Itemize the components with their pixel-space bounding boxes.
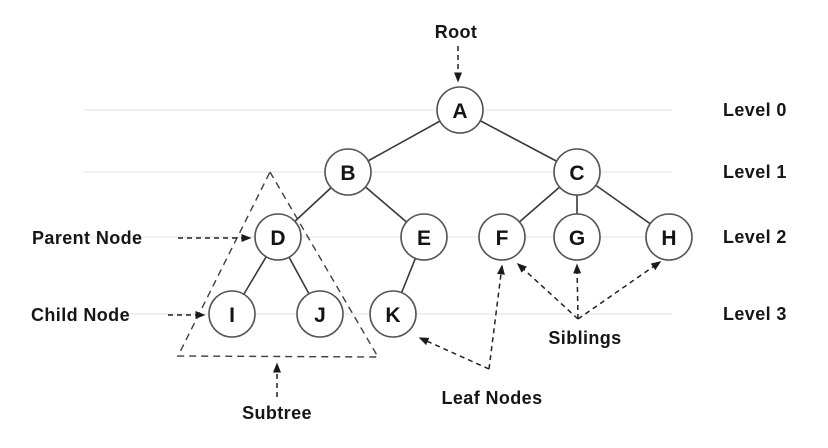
leaf-nodes-label: Leaf Nodes	[441, 388, 542, 408]
node-d-circle	[254, 213, 302, 261]
tree-edges	[231, 109, 670, 315]
node-j: J	[296, 290, 344, 338]
node-e-label: E	[417, 227, 431, 250]
node-k-circle	[369, 290, 417, 338]
annotation-arrows	[168, 46, 662, 397]
node-i: I	[208, 290, 256, 338]
level-labels: Level 0 Level 1 Level 2 Level 3	[723, 100, 787, 324]
node-a-circle	[436, 86, 484, 134]
leaf-nodes-arrow-to-f	[488, 264, 505, 370]
siblings-arrow-to-f	[516, 262, 579, 320]
node-a-label: A	[452, 100, 467, 123]
node-f: F	[478, 213, 526, 261]
node-c-label: C	[569, 162, 584, 185]
node-c-circle	[553, 148, 601, 196]
root-label: Root	[435, 22, 478, 42]
tree-nodes: A B C D E F G	[208, 86, 693, 338]
siblings-label: Siblings	[548, 328, 621, 348]
annotation-labels: Root Parent Node Child Node Subtree Leaf…	[31, 22, 621, 423]
parent-node-label: Parent Node	[32, 228, 142, 248]
node-k: K	[369, 290, 417, 338]
subtree-label: Subtree	[242, 403, 312, 423]
level-gridlines	[84, 109, 672, 315]
node-i-circle	[208, 290, 256, 338]
node-b: B	[324, 148, 372, 196]
node-g-circle	[553, 213, 601, 261]
node-f-circle	[478, 213, 526, 261]
node-f-label: F	[496, 227, 509, 250]
level-1-label: Level 1	[723, 162, 787, 182]
node-j-circle	[296, 290, 344, 338]
level-2-label: Level 2	[723, 227, 787, 247]
node-h-circle	[645, 213, 693, 261]
node-e-circle	[400, 213, 448, 261]
node-k-label: K	[385, 304, 400, 327]
siblings-arrow-to-g	[573, 263, 582, 320]
node-b-label: B	[340, 162, 355, 185]
node-a: A	[436, 86, 484, 134]
node-d-label: D	[270, 227, 285, 250]
node-h: H	[645, 213, 693, 261]
siblings-arrow-to-h	[577, 261, 662, 320]
node-g: G	[553, 213, 601, 261]
level-0-label: Level 0	[723, 100, 787, 120]
node-c: C	[553, 148, 601, 196]
node-j-label: J	[314, 304, 326, 327]
node-d: D	[254, 213, 302, 261]
leaf-nodes-arrow-to-k	[418, 337, 490, 370]
subtree-outline	[176, 170, 380, 358]
child-node-label: Child Node	[31, 305, 130, 325]
node-e: E	[400, 213, 448, 261]
node-h-label: H	[661, 227, 676, 250]
node-g-label: G	[569, 227, 585, 250]
node-b-circle	[324, 148, 372, 196]
level-3-label: Level 3	[723, 304, 787, 324]
node-i-label: I	[229, 304, 235, 327]
